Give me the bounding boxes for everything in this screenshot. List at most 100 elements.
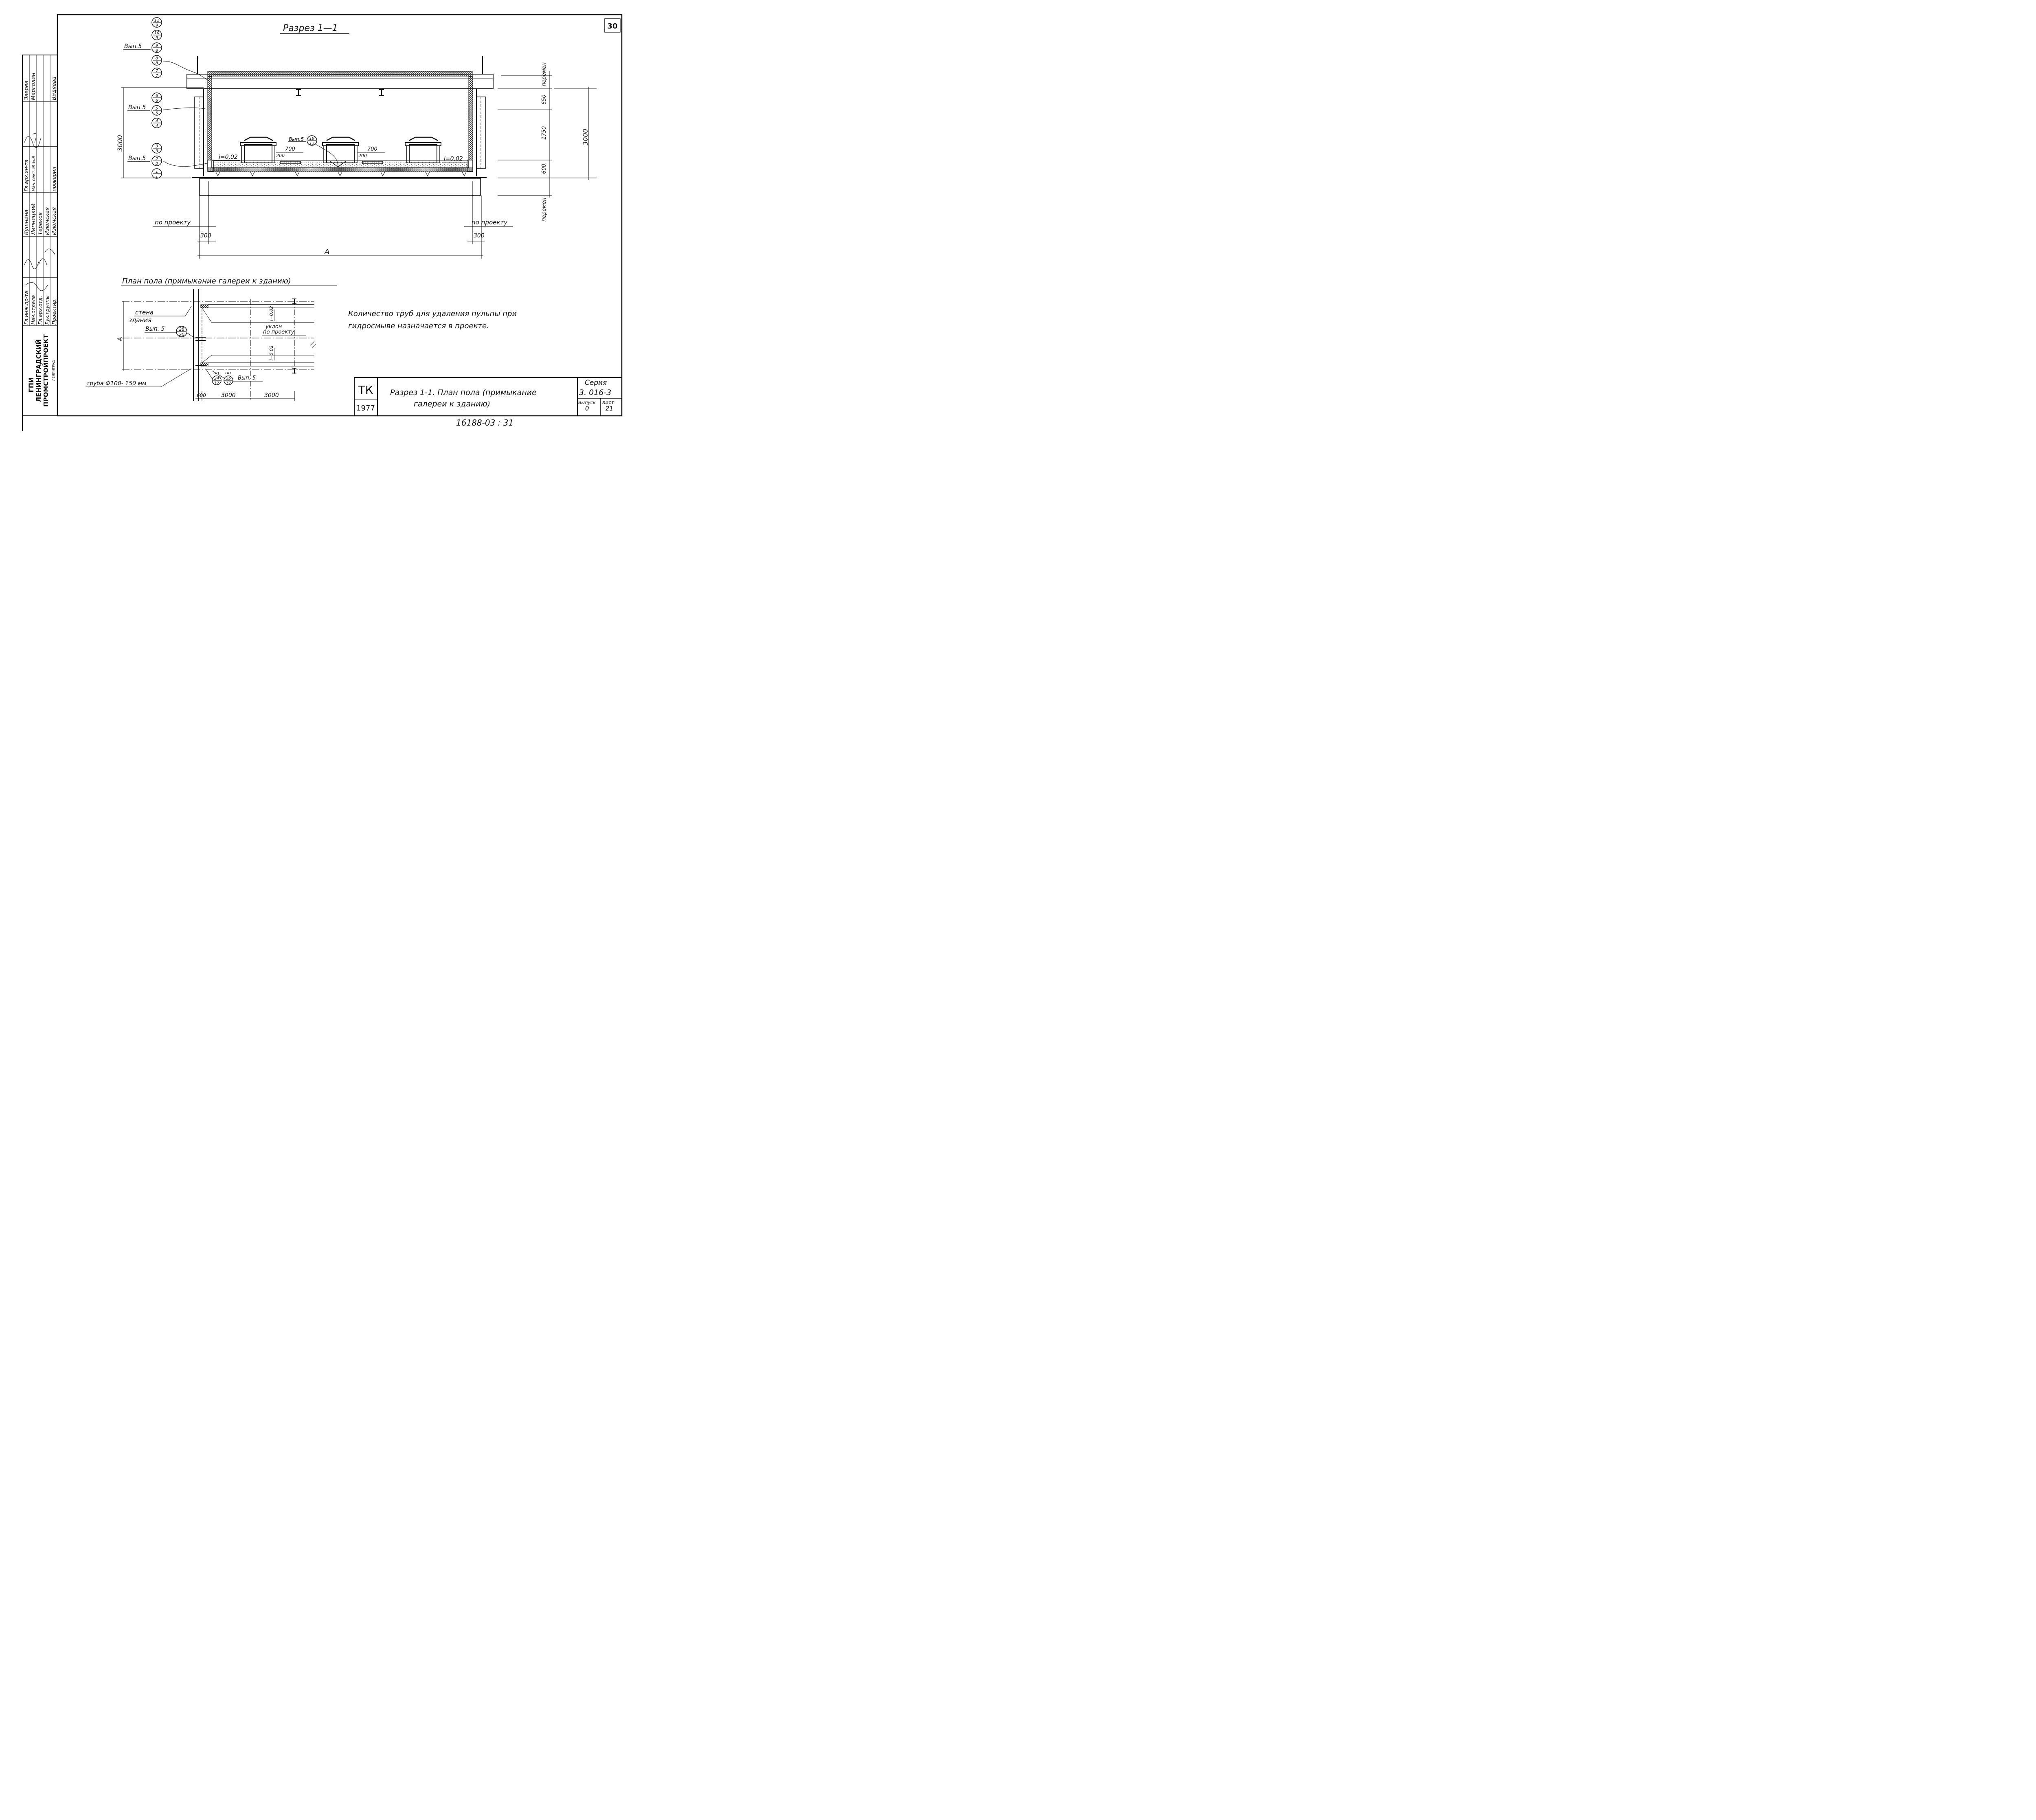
callout-circle xyxy=(151,55,162,66)
callout-circle-top: 9 xyxy=(156,44,158,48)
callout-circle-top: 7 xyxy=(156,69,158,73)
plan-dim-3000-a: 3000 xyxy=(221,392,236,399)
stamp-upper-name-2: Видяева xyxy=(51,77,57,100)
callout-circle-top: 1 xyxy=(156,169,158,174)
callout-circle-bottom: 5 xyxy=(156,111,158,116)
callout-label-top: Вып.5 xyxy=(124,43,142,50)
side-stamp xyxy=(22,55,58,416)
callout-circle xyxy=(151,42,162,53)
plan-slope-2: i=0,02 xyxy=(269,345,274,360)
left-height-dim: 3000 xyxy=(116,87,204,178)
callout-circle-top: 8 xyxy=(156,56,158,61)
conveyor-unit-2 xyxy=(322,136,359,163)
callout-circle xyxy=(151,118,162,128)
conveyor-dims: 700 200 700 200 xyxy=(276,146,385,158)
right-dim-0: перемен xyxy=(541,62,547,86)
sheet-label: лист xyxy=(602,400,614,405)
width-dimensions: по проекту по проекту 300 300 А xyxy=(153,181,513,259)
callout-circle xyxy=(151,68,162,78)
plan-slope-1: i=0,02 xyxy=(269,306,274,321)
plan-slope-note-2: по проекту xyxy=(263,329,294,335)
sheet-number-box xyxy=(604,18,621,33)
plan-bottom-callout: Вып. 5 xyxy=(238,375,256,381)
stamp-role-2: Гл.арх.отд. xyxy=(37,296,43,325)
slope-right: i=0,02 xyxy=(444,156,463,162)
plan-dim-600: 600 xyxy=(197,393,206,398)
stamp-upper-name-1: Марголин xyxy=(31,72,37,100)
stamp-upper-role-2: проверил xyxy=(51,167,57,191)
wall-label-2: здания xyxy=(129,316,151,324)
stamp-role-3: Рук.группы xyxy=(44,295,50,325)
conveyor-units xyxy=(240,136,441,164)
mid-callout-bottom: 13 xyxy=(309,141,315,146)
callout-group-mid: Вып.5 xyxy=(127,104,207,111)
title-line-2: галереи к зданию) xyxy=(414,400,490,408)
stamp-role-0: Гл.инж.пр-та xyxy=(24,291,29,325)
callout-circle xyxy=(151,156,162,166)
stamp-upper-role-0: Гл.арх.ин-та xyxy=(24,160,29,191)
callout-circle-top: 3 xyxy=(156,144,158,149)
section-title: Разрез 1—1 xyxy=(283,23,338,33)
section-floor xyxy=(192,160,487,196)
org-line-2: ЛЕНИНГРАДСКИЙ xyxy=(35,339,42,402)
callout-circle-bottom: 7 xyxy=(156,74,158,78)
archive-number: 16188-03 : 31 xyxy=(456,418,513,428)
right-dimension-chain: перемен 650 1750 600 перемен 3000 xyxy=(498,62,597,222)
callout-circle-bottom: 9 xyxy=(156,36,158,40)
drawing-sheet: 30 Разрез 1—1 xyxy=(22,14,623,431)
plan-title: План пола (примыкание галереи к зданию) xyxy=(122,277,291,285)
stamp-upper-name-0: Зверев xyxy=(24,81,30,100)
signature-2 xyxy=(24,248,55,291)
callout-circle xyxy=(151,105,162,116)
callout-circle-top: 6 xyxy=(156,94,158,98)
callout-circle-bottom: 3 xyxy=(156,149,158,154)
c1-top: 24 xyxy=(214,376,219,381)
plan-slope-note-1: уклон xyxy=(265,324,282,330)
stamp-upper-role-1: Нач.сект.Ж.Б.К xyxy=(31,155,36,191)
series-label: Серия xyxy=(585,379,607,387)
c2-top: 25 xyxy=(226,376,231,381)
pipe-label: труба Ф100- 150 мм xyxy=(86,380,147,387)
callout-group-top: Вып.5 xyxy=(123,43,209,81)
plan-callout-top: 28 xyxy=(179,327,184,332)
org-city: ЛЕНИНГРАД xyxy=(52,360,55,381)
c2-bottom: 17 xyxy=(226,381,231,386)
title-block: ТК 1977 Разрез 1-1. План пола (примыкани… xyxy=(354,377,622,416)
callout-circle xyxy=(151,168,162,179)
right-dim-2: 1750 xyxy=(541,126,547,140)
callout-circle-top: 4 xyxy=(156,119,158,123)
callout-circle-bottom: 1 xyxy=(156,174,158,179)
po-2: по xyxy=(225,370,231,375)
issue-label: Выпуск xyxy=(578,400,596,405)
mid-callout-top: 19 xyxy=(309,136,315,141)
by-project-right: по проекту xyxy=(472,219,508,226)
callout-circle-bottom: 9 xyxy=(156,23,158,28)
dim-200-b: 200 xyxy=(358,153,367,158)
stamp-role-4: Проектир. xyxy=(51,298,57,325)
title-year: 1977 xyxy=(356,404,375,413)
title-line-1: Разрез 1-1. План пола (примыкание xyxy=(390,388,537,397)
dim-700-b: 700 xyxy=(367,146,377,152)
plan-bottom-dims: 600 3000 3000 xyxy=(195,391,295,401)
callout-circle xyxy=(151,92,162,103)
section-roof xyxy=(186,56,494,96)
stamp-name-3: Изюмская xyxy=(44,207,50,235)
callout-group-bottom: Вып.5 xyxy=(127,155,209,167)
callout-circle xyxy=(151,17,162,28)
stamp-name-4: Изюмская xyxy=(51,207,57,235)
plan-view xyxy=(122,289,316,401)
slope-left: i=0,02 xyxy=(219,154,238,160)
conveyor-unit-3 xyxy=(405,136,441,163)
issue-value: 0 xyxy=(585,405,589,412)
callout-circle-top: 2 xyxy=(156,157,158,161)
plan-height-label: А xyxy=(116,337,124,342)
conveyor-unit-1 xyxy=(240,136,276,163)
wall-label-1: стена xyxy=(135,309,154,316)
callout-circle-top: 11 xyxy=(154,18,160,23)
dim-300-left: 300 xyxy=(200,233,211,239)
stamp-name-1: Липницкий xyxy=(31,204,37,235)
callout-circle-bottom: 8 xyxy=(156,61,158,66)
callout-circle-bottom: 8 xyxy=(156,48,158,53)
sheet-number: 30 xyxy=(607,22,617,31)
